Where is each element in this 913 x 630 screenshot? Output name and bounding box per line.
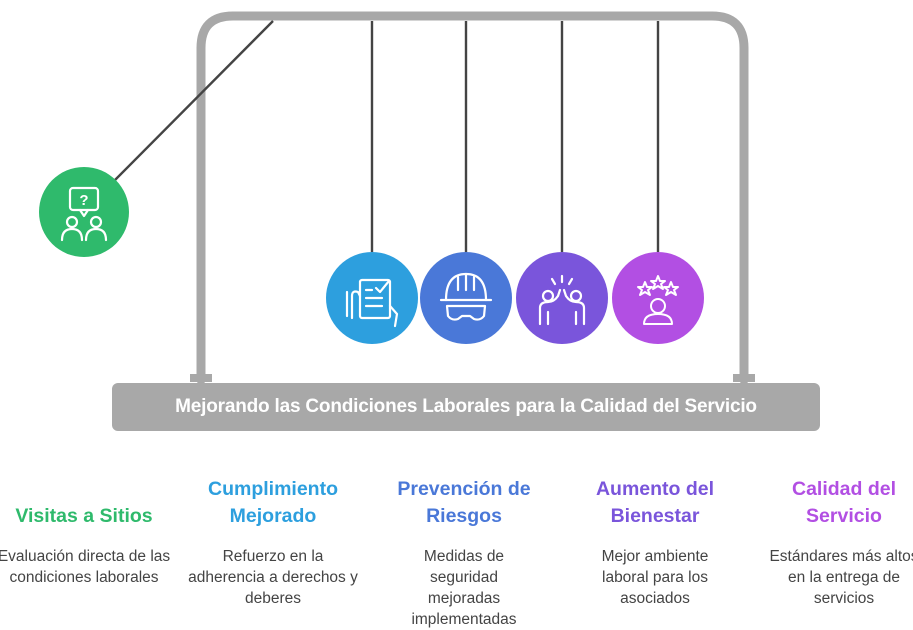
cradle-frame xyxy=(196,11,749,385)
hardhat-goggles-icon xyxy=(439,272,493,321)
svg-text:?: ? xyxy=(79,192,88,209)
item-description: Estándares más altos en la entrega de se… xyxy=(769,548,913,607)
ball-prevencion xyxy=(420,252,512,344)
item-visitas: Visitas a Sitios Evaluación directa de l… xyxy=(0,476,174,588)
item-description: Refuerzo en la adherencia a derechos y d… xyxy=(188,548,358,607)
ball-calidad xyxy=(612,252,704,344)
item-description: Mejor ambiente laboral para los asociado… xyxy=(601,548,709,607)
checklist-hand-icon xyxy=(345,278,399,328)
frame-foot-left xyxy=(190,374,212,382)
item-title: Calidad del Servicio xyxy=(791,478,897,527)
item-description: Medidas de seguridad mejoradas implement… xyxy=(411,548,517,628)
item-title: Cumplimiento Mejorado xyxy=(208,478,338,527)
question-people-icon: ? xyxy=(60,186,108,242)
cradle-base xyxy=(112,383,820,431)
item-calidad: Calidad del Servicio Estándares más alto… xyxy=(754,476,913,609)
item-title: Prevención de Riesgos xyxy=(397,478,531,527)
ball-bienestar xyxy=(516,252,608,344)
item-description: Evaluación directa de las condiciones la… xyxy=(0,548,171,586)
high-five-icon xyxy=(538,274,586,326)
item-title: Aumento del Bienestar xyxy=(595,478,715,527)
item-bienestar: Aumento del Bienestar Mejor ambiente lab… xyxy=(565,476,745,609)
frame-foot-right xyxy=(733,374,755,382)
stars-person-icon xyxy=(637,275,679,325)
diagram-title: Mejorando las Condiciones Laborales para… xyxy=(175,396,757,417)
ball-visitas: ? xyxy=(39,167,129,257)
ball-cumplimiento xyxy=(326,252,418,344)
item-title: Visitas a Sitios xyxy=(15,505,153,527)
item-prevencion: Prevención de Riesgos Medidas de segurid… xyxy=(374,476,554,630)
item-cumplimiento: Cumplimiento Mejorado Refuerzo en la adh… xyxy=(183,476,363,609)
string-1 xyxy=(114,20,274,181)
